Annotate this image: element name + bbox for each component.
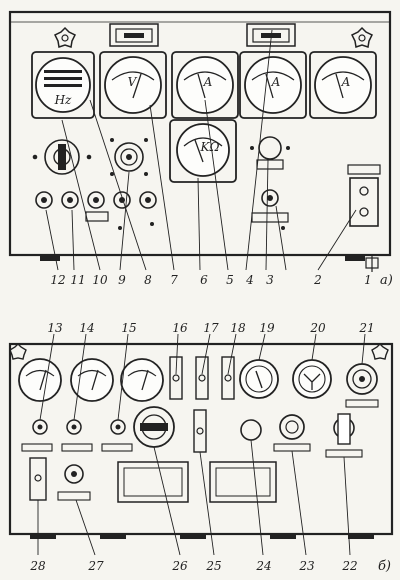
panel-b-callouts-top: 13 14 15 16 17 18 19 20 21 bbox=[47, 321, 374, 335]
ammeter-1: A bbox=[171, 51, 239, 119]
callout-10: 10 bbox=[92, 273, 108, 287]
toggle-switch bbox=[251, 189, 289, 230]
panel-b-frame bbox=[8, 342, 394, 536]
switch-box bbox=[347, 164, 381, 227]
lamp-24 bbox=[240, 419, 262, 441]
lamp-housing-1 bbox=[109, 23, 159, 47]
callout-20: 20 bbox=[309, 321, 326, 335]
panel-a-foot-right bbox=[345, 255, 365, 261]
callout-2: 2 bbox=[313, 273, 322, 287]
callout-5: 5 bbox=[226, 273, 234, 287]
ammeter-3: A bbox=[309, 51, 377, 119]
knob-27 bbox=[57, 464, 91, 501]
callout-19: 19 bbox=[259, 321, 275, 335]
selector-knob bbox=[133, 406, 175, 448]
voltmeter-symbol: V bbox=[128, 75, 138, 89]
callout-21: 21 bbox=[358, 321, 374, 335]
panel-b: 13 14 15 16 17 18 19 20 21 28 27 26 25 2… bbox=[8, 321, 394, 574]
panel-a-callouts: 12 11 10 9 8 7 6 5 4 3 2 1 а) bbox=[50, 273, 392, 288]
callout-4: 4 bbox=[245, 273, 254, 287]
knob-top-left bbox=[53, 26, 77, 48]
knob-corner-left bbox=[9, 343, 27, 360]
callout-13: 13 bbox=[47, 321, 63, 335]
callout-6: 6 bbox=[200, 273, 208, 287]
knob-top-right bbox=[350, 26, 374, 48]
callout-1: 1 bbox=[364, 273, 372, 287]
callout-26: 26 bbox=[171, 559, 188, 573]
callout-9: 9 bbox=[118, 273, 126, 287]
nameplate-left bbox=[117, 461, 189, 503]
callout-3: 3 bbox=[266, 273, 274, 287]
panel-a-leader-lines bbox=[45, 29, 373, 271]
panel-a: Hz V A A A bbox=[8, 10, 393, 288]
knob-corner-right bbox=[371, 343, 389, 360]
adjust-knobs bbox=[21, 419, 133, 452]
switch-28 bbox=[29, 457, 47, 501]
panel-b-callouts-bottom: 28 27 26 25 24 23 22 б) bbox=[29, 559, 391, 574]
callout-22: 22 bbox=[341, 559, 357, 573]
callout-8: 8 bbox=[144, 273, 152, 287]
callout-11: 11 bbox=[70, 273, 85, 287]
frequency-meter-symbol: Hz bbox=[54, 93, 72, 107]
rotary-switch bbox=[32, 139, 92, 175]
ammeter-1-symbol: A bbox=[203, 75, 213, 89]
nameplate-right bbox=[209, 461, 277, 503]
signal-lamp bbox=[250, 136, 290, 170]
toggle-plates bbox=[169, 356, 235, 400]
cable-gland bbox=[345, 363, 379, 408]
ohmmeter-symbol: KΩ bbox=[200, 140, 220, 154]
connector-socket bbox=[110, 138, 148, 176]
ammeter-2-symbol: A bbox=[271, 75, 281, 89]
meter-b-3 bbox=[120, 358, 164, 402]
callout-7: 7 bbox=[170, 273, 178, 287]
callout-28: 28 bbox=[29, 559, 46, 573]
ammeter-3-symbol: A bbox=[341, 75, 351, 89]
ammeter-2: A bbox=[239, 51, 307, 119]
connector-22 bbox=[325, 413, 363, 458]
fuse-holders bbox=[35, 191, 157, 230]
callout-25: 25 bbox=[205, 559, 221, 573]
panel-b-sublabel: б) bbox=[378, 559, 391, 574]
callout-18: 18 bbox=[230, 321, 246, 335]
panel-b-leader-lines bbox=[37, 333, 366, 556]
panel-a-foot-left bbox=[40, 255, 60, 261]
callout-12: 12 bbox=[50, 273, 65, 287]
frequency-meter: Hz bbox=[31, 51, 95, 119]
switch-25 bbox=[193, 409, 207, 453]
meter-b-1 bbox=[18, 358, 62, 402]
callout-17: 17 bbox=[203, 321, 219, 335]
ohmmeter: KΩ bbox=[169, 119, 237, 183]
callout-23: 23 bbox=[298, 559, 315, 573]
callout-24: 24 bbox=[255, 559, 271, 573]
callout-16: 16 bbox=[172, 321, 188, 335]
lamp-23 bbox=[273, 414, 311, 452]
panel-a-sublabel: а) bbox=[380, 273, 393, 288]
callout-14: 14 bbox=[79, 321, 94, 335]
indicator-20 bbox=[292, 359, 332, 399]
callout-27: 27 bbox=[87, 559, 104, 573]
voltmeter: V bbox=[99, 51, 167, 119]
indicator-19 bbox=[239, 359, 279, 399]
callout-15: 15 bbox=[121, 321, 136, 335]
